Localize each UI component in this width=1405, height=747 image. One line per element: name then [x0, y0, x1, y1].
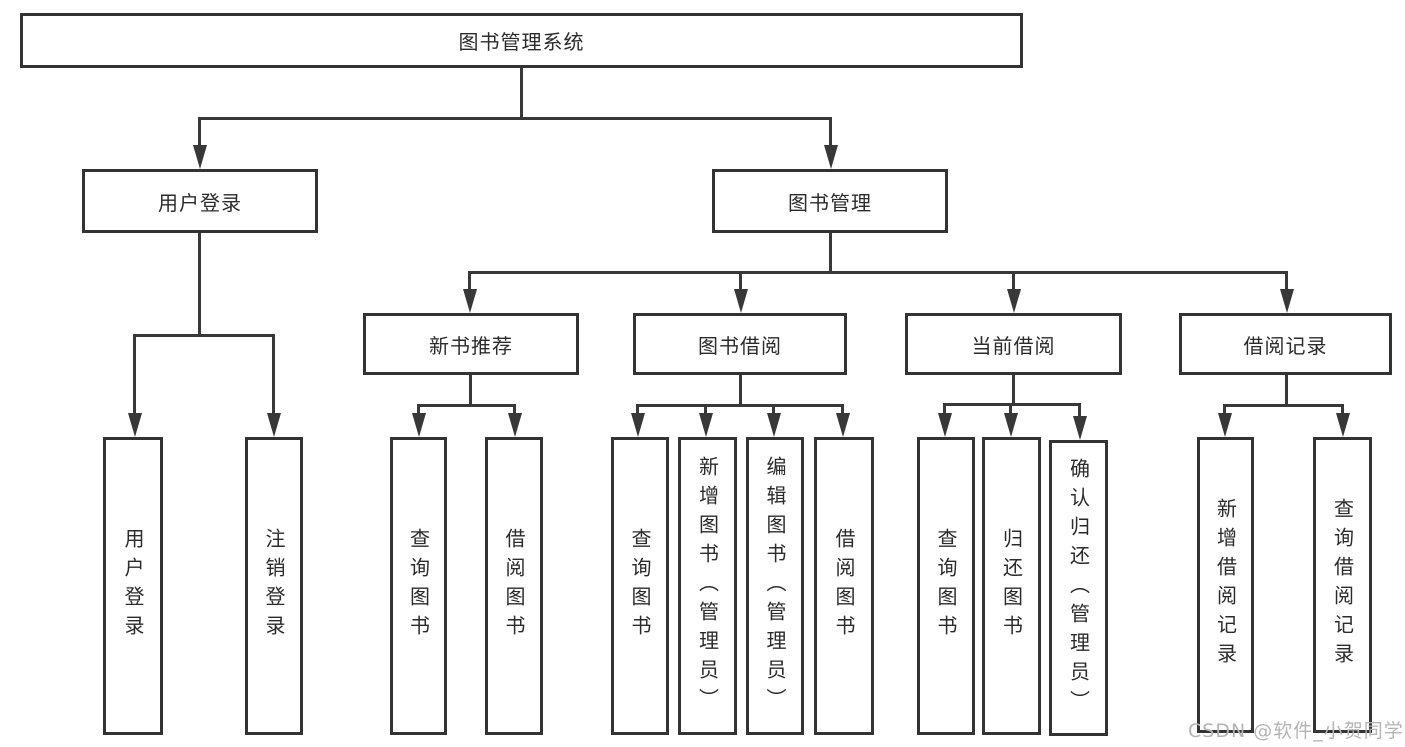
cb-return-books-label: 归还图书	[999, 528, 1024, 644]
user-login-node-label: 用户登录	[158, 190, 242, 215]
arrow-down-icon	[463, 289, 477, 313]
arrow-down-icon	[508, 413, 522, 437]
nb-query-books-label: 查询图书	[406, 528, 431, 644]
connector-line	[636, 404, 844, 407]
arrow-down-icon	[267, 413, 281, 437]
connector-line	[1009, 403, 1012, 417]
cb-confirm-return-leaf: 确认归还（管理员）	[1049, 440, 1108, 736]
br-query-record-leaf: 查询借阅记录	[1313, 437, 1372, 733]
nb-query-books-leaf: 查询图书	[390, 437, 447, 735]
root-node-label: 图书管理系统	[458, 30, 585, 54]
connector-line	[520, 68, 523, 119]
connector-line	[943, 403, 1081, 406]
connector-line	[198, 117, 201, 147]
arrow-down-icon	[1073, 416, 1087, 440]
book-management-node-label: 图书管理	[788, 190, 872, 215]
arrow-down-icon	[767, 413, 781, 437]
connector-line	[1012, 271, 1015, 291]
connector-line	[636, 404, 639, 418]
arrow-down-icon	[193, 145, 207, 169]
connector-line	[841, 404, 844, 418]
bb-edit-books-label: 编辑图书（管理员）	[763, 455, 787, 717]
connector-line	[1285, 375, 1288, 407]
connector-line	[829, 233, 832, 274]
br-query-record-label: 查询借阅记录	[1330, 498, 1355, 672]
connector-line	[133, 334, 275, 337]
logout-leaf-label: 注销登录	[262, 528, 286, 644]
new-book-recommend-label: 新书推荐	[429, 333, 513, 358]
arrow-down-icon	[938, 413, 952, 437]
cb-return-books-leaf: 归还图书	[982, 437, 1041, 735]
bb-add-books-label: 新增图书（管理员）	[695, 455, 720, 717]
connector-line	[1012, 375, 1015, 406]
logout-leaf: 注销登录	[245, 437, 303, 735]
bb-query-books-label: 查询图书	[628, 528, 652, 644]
arrow-down-icon	[1007, 289, 1021, 313]
cb-confirm-return-label: 确认归还（管理员）	[1066, 457, 1091, 719]
new-book-recommend-node: 新书推荐	[363, 313, 579, 375]
user-login-node: 用户登录	[82, 169, 318, 233]
connector-line	[1078, 403, 1081, 419]
arrow-down-icon	[1218, 413, 1232, 437]
arrow-down-icon	[1336, 413, 1350, 437]
cb-query-books-label: 查询图书	[934, 528, 958, 644]
connector-line	[739, 271, 742, 291]
arrow-down-icon	[699, 413, 713, 437]
borrow-record-label: 借阅记录	[1243, 333, 1328, 358]
current-borrow-node: 当前借阅	[905, 313, 1122, 375]
connector-line	[829, 117, 832, 147]
br-add-record-leaf: 新增借阅记录	[1197, 437, 1254, 733]
csdn-watermark: CSDN @软件_小贺同学	[1188, 720, 1404, 742]
connector-line	[943, 403, 946, 417]
connector-line	[133, 334, 136, 415]
bb-borrow-books-label: 借阅图书	[832, 528, 856, 644]
bb-edit-books-leaf: 编辑图书（管理员）	[746, 437, 804, 735]
connector-line	[468, 271, 1288, 274]
arrow-down-icon	[1280, 289, 1294, 313]
connector-line	[1223, 404, 1344, 407]
user-login-leaf-label: 用户登录	[121, 528, 145, 644]
connector-line	[704, 404, 707, 418]
connector-line	[469, 375, 472, 407]
connector-line	[198, 233, 201, 336]
connector-line	[772, 404, 775, 418]
current-borrow-label: 当前借阅	[971, 333, 1056, 358]
connector-line	[739, 375, 742, 407]
arrow-down-icon	[734, 289, 748, 313]
connector-line	[1285, 271, 1288, 291]
connector-line	[417, 404, 516, 407]
arrow-down-icon	[836, 413, 850, 437]
connector-line	[468, 271, 471, 291]
borrow-record-node: 借阅记录	[1179, 313, 1392, 375]
connector-line	[513, 404, 516, 418]
arrow-down-icon	[128, 413, 142, 437]
arrow-down-icon	[1004, 413, 1018, 437]
book-borrow-label: 图书借阅	[698, 333, 782, 358]
book-borrow-node: 图书借阅	[633, 313, 847, 375]
book-management-node: 图书管理	[712, 169, 948, 233]
arrow-down-icon	[412, 413, 426, 437]
connector-line	[198, 117, 832, 120]
connector-line	[272, 334, 275, 415]
arrow-down-icon	[631, 413, 645, 437]
bb-borrow-books-leaf: 借阅图书	[814, 437, 874, 735]
nb-borrow-books-leaf: 借阅图书	[485, 437, 543, 735]
root-node: 图书管理系统	[20, 13, 1023, 68]
connector-line	[1223, 404, 1226, 418]
arrow-down-icon	[824, 145, 838, 169]
connector-line	[417, 404, 420, 418]
cb-query-books-leaf: 查询图书	[917, 437, 975, 735]
bb-query-books-leaf: 查询图书	[611, 437, 669, 735]
nb-borrow-books-label: 借阅图书	[502, 528, 526, 644]
connector-line	[1341, 404, 1344, 418]
bb-add-books-leaf: 新增图书（管理员）	[678, 437, 737, 735]
br-add-record-label: 新增借阅记录	[1213, 498, 1238, 672]
user-login-leaf: 用户登录	[103, 437, 163, 735]
